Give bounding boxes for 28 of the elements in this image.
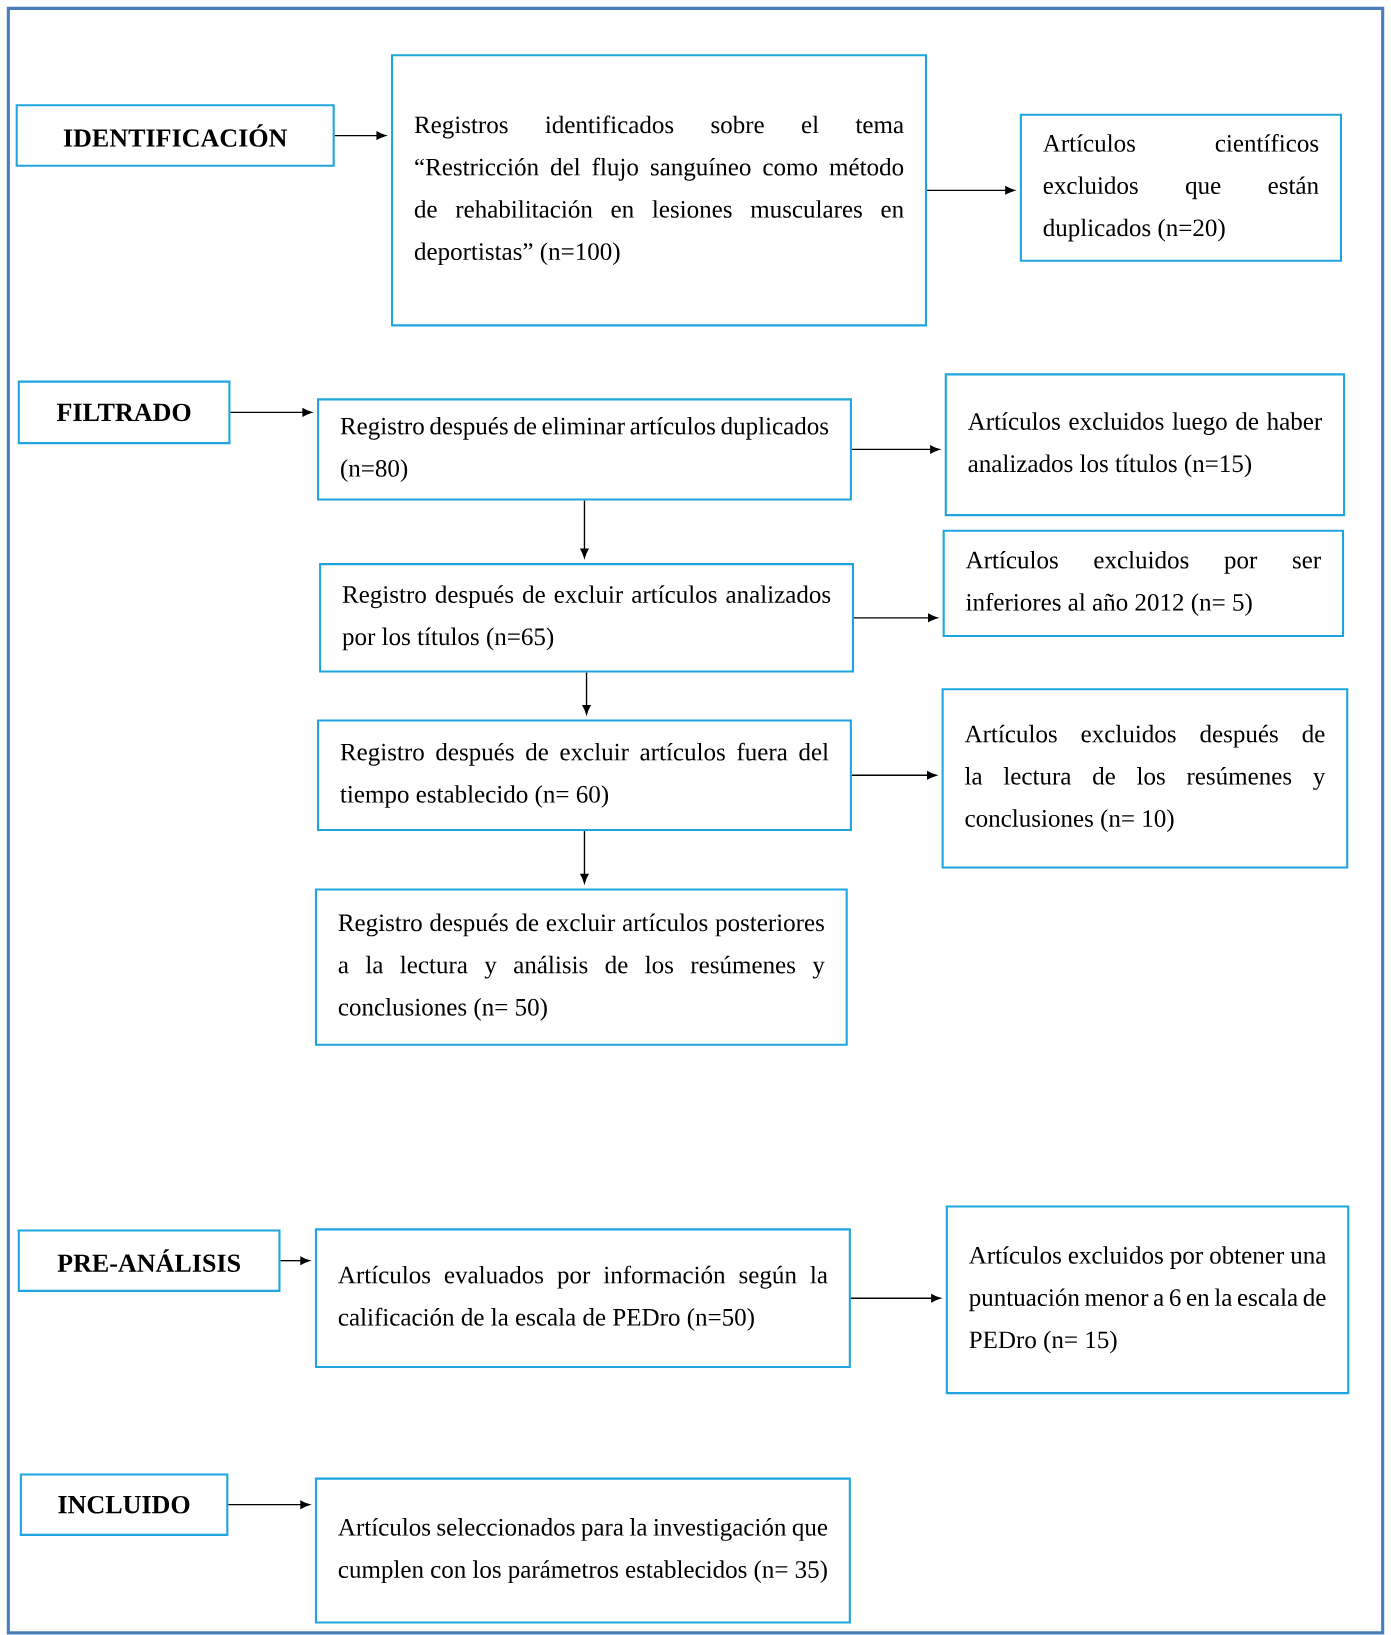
process-box: Artículos seleccionados para la investigación que cumplen con los parámetros establecidos (n= 35) [314, 1477, 851, 1624]
process-box: Artículos excluidos después de la lectura de los resúmenes y conclusiones (n= 10) [941, 688, 1349, 869]
arrow [580, 830, 589, 884]
process-box: Artículos científicos excluidos que están duplicados (n=20) [1019, 113, 1342, 262]
process-box: Registro después de excluir artículos analizados por los títulos (n=65) [319, 563, 854, 673]
process-box: Artículos excluidos por ser inferiores al año 2012 (n= 5) [942, 529, 1345, 638]
stage-label-box: FILTRADO [17, 380, 231, 445]
process-box: Artículos excluidos por obtener una puntuación menor a 6 en la escala de PEDro (n= 15) [945, 1205, 1350, 1395]
stage-label-box: PRE-ANÁLISIS [17, 1229, 281, 1292]
arrow [229, 408, 312, 417]
arrow [850, 1294, 941, 1303]
process-box: Registro después de excluir artículos posteriores a la lectura y análisis de los resúmenes y conclusiones (n= 50) [314, 888, 848, 1046]
process-box: Artículos excluidos luego de haber analizados los títulos (n=15) [944, 373, 1346, 517]
arrow [582, 671, 591, 715]
stage-label-box: IDENTIFICACIÓN [15, 104, 335, 167]
arrow [926, 186, 1015, 195]
stage-label-box: INCLUIDO [19, 1473, 229, 1536]
process-box: Registro después de excluir artículos fuera del tiempo establecido (n= 60) [317, 719, 852, 832]
arrow [334, 131, 386, 140]
arrow [851, 771, 937, 780]
process-box: Registros identificados sobre el tema “Restricción del flujo sanguíneo como método de rehabilitación en lesiones musculares en deportistas” (n=100) [391, 54, 927, 327]
process-box: Artículos evaluados por información según la calificación de la escala de PEDro (n=50) [314, 1228, 851, 1369]
process-box: Registro después de eliminar artículos duplicados (n=80) [317, 398, 852, 501]
arrow [279, 1256, 310, 1265]
arrow [227, 1500, 310, 1509]
arrow [580, 499, 589, 559]
arrow [853, 613, 938, 622]
arrow [851, 445, 940, 454]
